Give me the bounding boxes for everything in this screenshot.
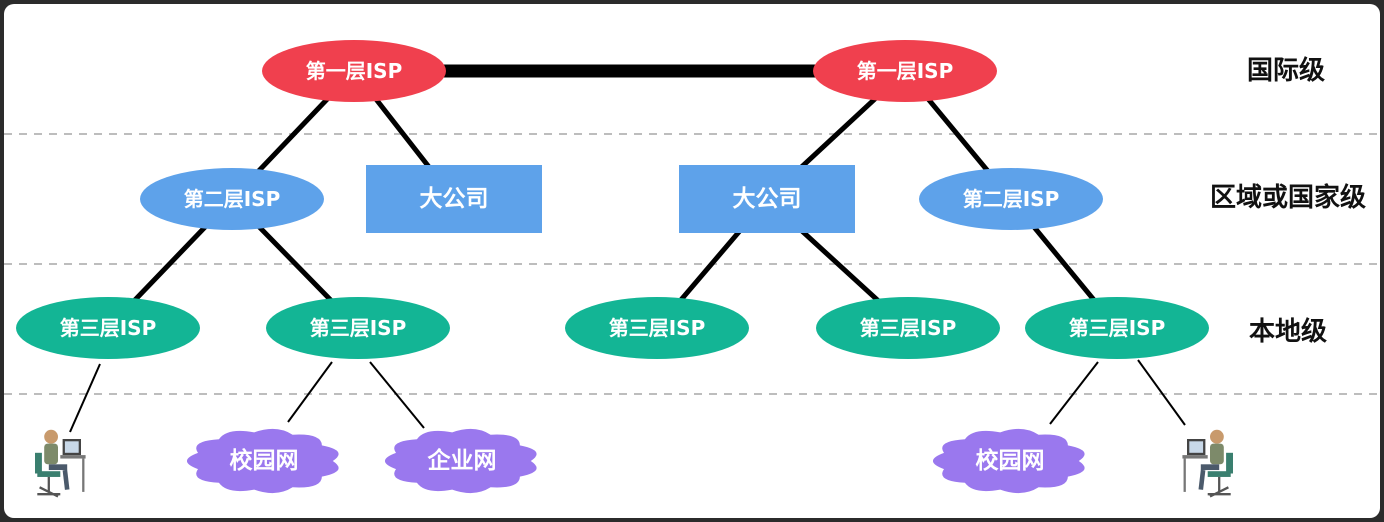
node-t1-right: 第一层ISP: [813, 40, 997, 102]
node-label: 大公司: [733, 186, 802, 212]
node-enterprise: 企业网: [384, 428, 537, 494]
link-t3-5-campus-right: [1049, 361, 1099, 425]
level-label-regional: 区域或国家级: [1210, 182, 1366, 213]
tier3-ellipse: [565, 297, 749, 359]
node-label: 第三层ISP: [1069, 316, 1166, 340]
node-t1-left: 第一层ISP: [262, 40, 446, 102]
tier2-ellipse: [919, 168, 1103, 230]
node-user-left: [35, 430, 86, 497]
company-box: [679, 165, 855, 233]
cloud-shape: [384, 428, 537, 494]
cloud-shape: [186, 428, 339, 494]
watermark: CSDN @黑川赤音: [1252, 495, 1366, 512]
tier3-ellipse: [16, 297, 200, 359]
node-co-right: 大公司: [679, 165, 855, 233]
node-campus-right: 校园网: [932, 428, 1085, 494]
node-label: 企业网: [427, 447, 497, 474]
node-label: 大公司: [420, 186, 489, 212]
node-t2-right: 第二层ISP: [919, 168, 1103, 230]
link-t3-1-user-left: [69, 363, 101, 433]
node-t3-5: 第三层ISP: [1025, 297, 1209, 359]
tier2-ellipse: [140, 168, 324, 230]
tier3-ellipse: [266, 297, 450, 359]
computer-user-icon: [1182, 430, 1233, 497]
node-label: 第二层ISP: [184, 187, 281, 211]
node-t3-1: 第三层ISP: [16, 297, 200, 359]
node-label: 第三层ISP: [609, 316, 706, 340]
link-t3-5-user-right: [1137, 359, 1186, 426]
node-t3-4: 第三层ISP: [816, 297, 1000, 359]
tier1-ellipse: [262, 40, 446, 102]
node-user-right: [1182, 430, 1233, 497]
level-label-local: 本地级: [1249, 316, 1327, 347]
node-label: 校园网: [230, 447, 299, 474]
node-t3-2: 第三层ISP: [266, 297, 450, 359]
node-label: 第三层ISP: [310, 316, 407, 340]
node-label: 第一层ISP: [306, 59, 403, 83]
tier3-ellipse: [816, 297, 1000, 359]
company-box: [366, 165, 542, 233]
node-campus-left: 校园网: [186, 428, 339, 494]
node-t3-3: 第三层ISP: [565, 297, 749, 359]
node-label: 第二层ISP: [963, 187, 1060, 211]
cloud-shape: [932, 428, 1085, 494]
node-label: 校园网: [976, 447, 1045, 474]
link-t3-2-enterprise: [369, 361, 425, 429]
level-label-international: 国际级: [1247, 55, 1325, 86]
computer-user-icon: [35, 430, 86, 497]
node-t2-left: 第二层ISP: [140, 168, 324, 230]
node-label: 第一层ISP: [857, 59, 954, 83]
tier1-ellipse: [813, 40, 997, 102]
node-label: 第三层ISP: [60, 316, 157, 340]
node-label: 第三层ISP: [860, 316, 957, 340]
link-t3-2-campus-left: [287, 361, 333, 423]
node-co-left: 大公司: [366, 165, 542, 233]
tier3-ellipse: [1025, 297, 1209, 359]
